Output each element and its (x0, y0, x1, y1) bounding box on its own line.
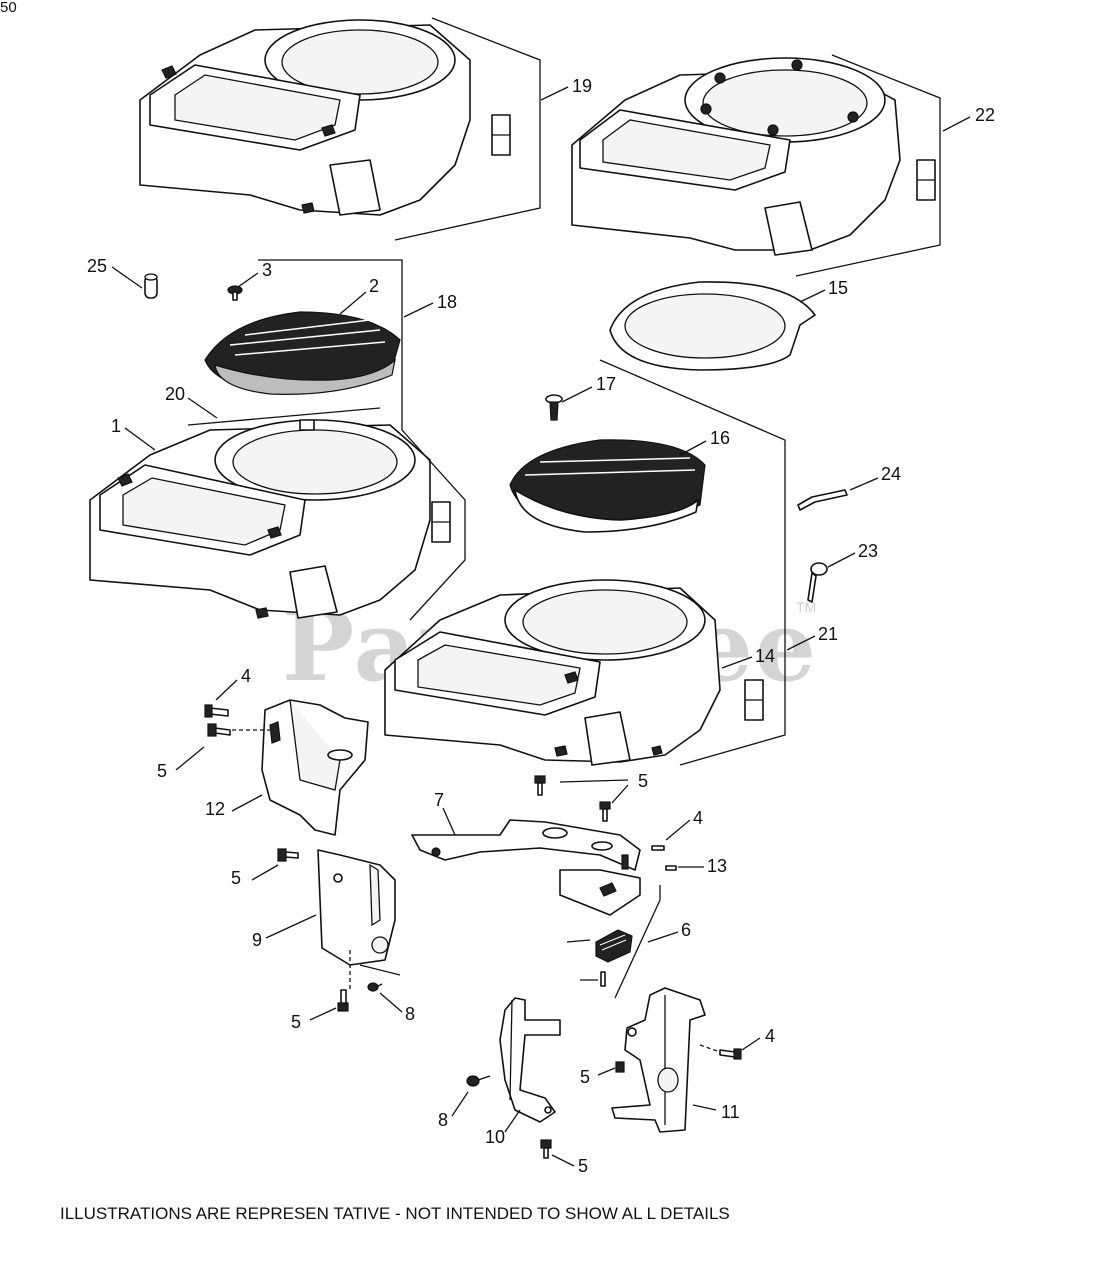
bracket-7 (411, 819, 641, 916)
group-brackets (187, 17, 941, 1053)
callout-5-right: 5 (580, 1067, 590, 1087)
clamp-23 (807, 562, 828, 603)
callout-4-upper: 4 (241, 666, 251, 686)
page-number: 50 (0, 0, 17, 16)
callout-5-upper: 5 (157, 761, 167, 781)
callout-13: 13 (707, 856, 727, 876)
screw-8-left (367, 982, 383, 992)
bolt-5-mid (277, 848, 299, 862)
callout-2: 2 (369, 276, 379, 296)
callout-4-right: 4 (693, 808, 703, 828)
callout-18: 18 (437, 292, 457, 312)
callout-7: 7 (434, 790, 444, 810)
footer-disclaimer: ILLUSTRATIONS ARE REPRESEN TATIVE - NOT … (60, 1204, 730, 1223)
spacer-25 (144, 273, 158, 299)
seal-ring-15 (609, 281, 816, 371)
callout-11: 11 (721, 1102, 740, 1122)
bolt-5-bottom (540, 1139, 552, 1159)
callout-6: 6 (681, 920, 691, 940)
callout-21: 21 (818, 624, 838, 644)
callout-20: 20 (165, 384, 185, 404)
baffle-9 (317, 849, 396, 966)
screw-8-bottom (466, 1075, 491, 1087)
callout-5-mid: 5 (231, 868, 241, 888)
leader-lines (111, 86, 971, 1167)
baffle-12 (261, 699, 369, 836)
clip-24 (797, 489, 848, 511)
callout-1: 1 (111, 416, 121, 436)
bolt-5-right (615, 1061, 625, 1073)
bolt-4-upper (204, 704, 229, 718)
blower-housing-14 (384, 579, 764, 766)
callout-14: 14 (755, 646, 775, 666)
callout-4-lower-right: 4 (765, 1026, 775, 1046)
callout-10: 10 (485, 1127, 505, 1147)
callout-24: 24 (881, 464, 901, 484)
watermark-trademark: TM (796, 599, 816, 615)
push-pin-17 (545, 394, 563, 421)
bolt-4-right (651, 845, 665, 851)
callout-15: 15 (828, 278, 848, 298)
callout-numbers: 19 22 25 3 2 18 15 20 1 17 16 24 23 21 1… (87, 76, 995, 1176)
callout-3: 3 (262, 260, 272, 280)
callout-5-bottom-left: 5 (291, 1012, 301, 1032)
callout-19: 19 (572, 76, 592, 96)
callout-22: 22 (975, 105, 995, 125)
bolt-5-upper (207, 723, 231, 737)
bracket-10 (499, 997, 561, 1123)
screw-3 (227, 285, 243, 301)
callout-23: 23 (858, 541, 878, 561)
blower-housing-19 (139, 19, 511, 216)
grille-2 (204, 311, 401, 395)
callout-8-bottom: 8 (438, 1110, 448, 1130)
blower-housing-22 (571, 57, 936, 256)
callout-16: 16 (710, 428, 730, 448)
callout-12: 12 (205, 799, 225, 819)
screw-13 (665, 865, 677, 871)
bolt-5-center (534, 775, 546, 796)
callout-17: 17 (596, 374, 616, 394)
callout-25: 25 (87, 256, 107, 276)
callout-5-bottom: 5 (578, 1156, 588, 1176)
bolt-4-lower-right (719, 1048, 742, 1060)
blower-housing-1 (89, 419, 451, 619)
bolt-5-center-2 (599, 801, 611, 822)
grille-16 (509, 439, 706, 533)
connector-6 (566, 929, 633, 987)
callout-8-left: 8 (405, 1004, 415, 1024)
bolt-5-bottom-left (337, 989, 349, 1012)
bracket-11 (611, 987, 706, 1133)
callout-5-center: 5 (638, 771, 648, 791)
callout-9: 9 (252, 930, 262, 950)
